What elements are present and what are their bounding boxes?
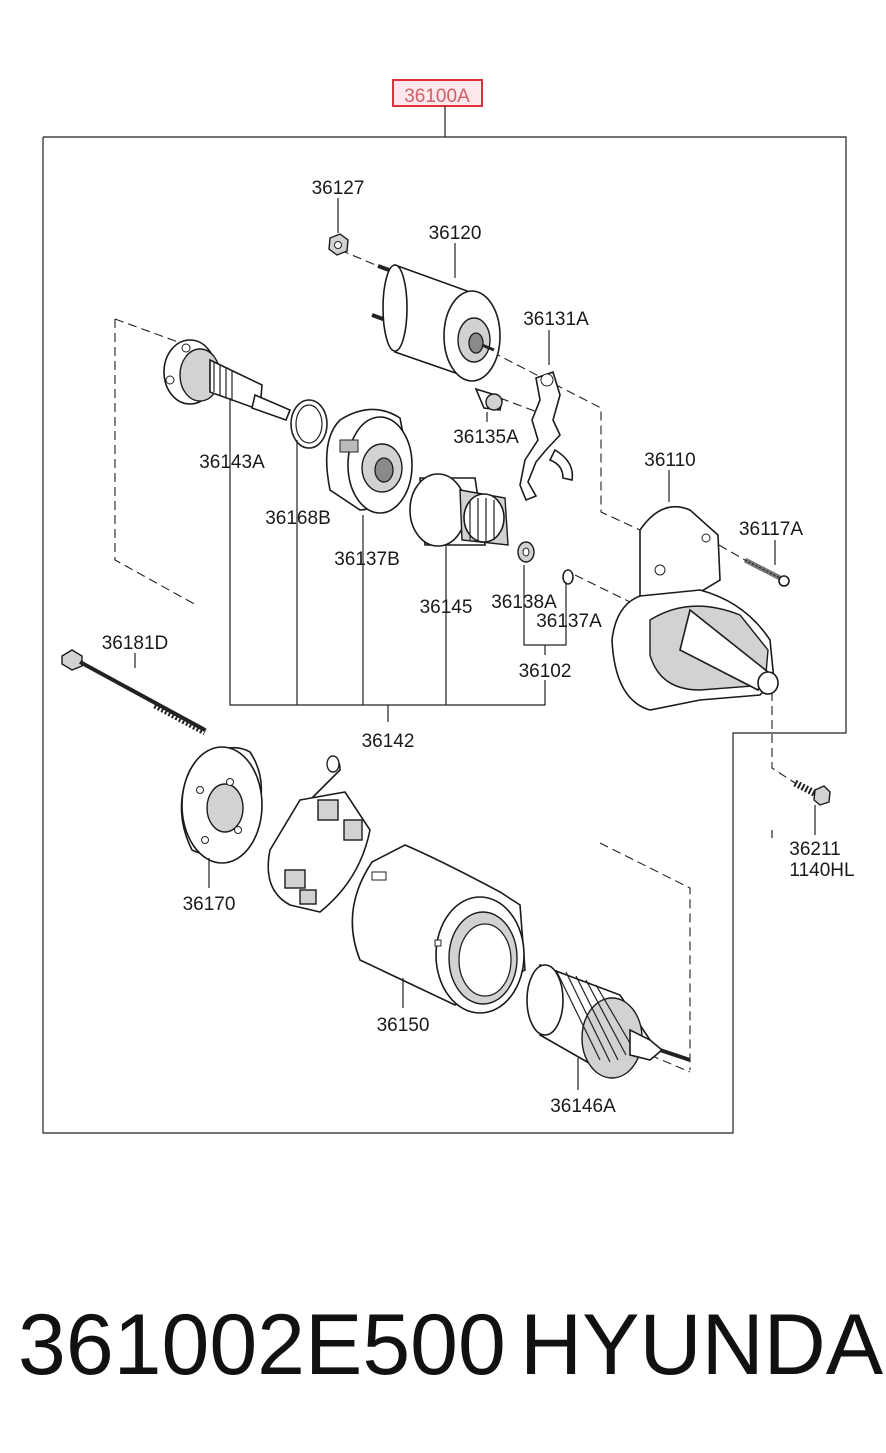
brush-holder-icon [267,755,371,913]
part-caption: 361002E500 HYUNDAI [18,1296,886,1396]
label-36102[interactable]: 36102 [519,661,572,682]
pinion-clutch-36145-icon[interactable] [409,473,509,547]
label-36168B[interactable]: 36168B [265,508,331,529]
brand-name: HYUNDAI [520,1297,886,1393]
label-36131A[interactable]: 36131A [523,309,589,330]
armature-36146A-icon[interactable] [526,963,691,1079]
label-36137A[interactable]: 36137A [536,611,602,632]
main-assembly-highlight[interactable] [392,79,483,107]
label-36145[interactable]: 36145 [420,597,473,618]
label-1140HL[interactable]: 1140HL [789,860,854,881]
label-36138A[interactable]: 36138A [491,592,557,613]
plunger-cap-36135A-icon[interactable] [474,387,503,411]
o-ring-36168B-icon[interactable] [290,399,328,449]
label-36143A[interactable]: 36143A [199,452,265,473]
solenoid-36120-icon[interactable] [371,263,501,382]
shift-lever-36131A-icon[interactable] [519,370,574,502]
label-36150[interactable]: 36150 [377,1015,430,1036]
label-36110[interactable]: 36110 [644,450,695,471]
front-housing-36110-icon[interactable] [611,506,779,711]
rear-bracket-36170-icon[interactable] [180,746,263,864]
nut-36127-icon[interactable] [328,233,349,256]
label-36120[interactable]: 36120 [429,223,482,244]
yoke-36150-icon[interactable] [351,844,526,1014]
washer-36138A-icon[interactable] [517,541,535,563]
label-36135A[interactable]: 36135A [453,427,519,448]
label-36181D[interactable]: 36181D [102,633,169,654]
assembly-frame [42,136,847,1134]
label-36142[interactable]: 36142 [362,731,415,752]
through-bolt-36181D-icon[interactable] [61,649,207,736]
drive-shaft-36143A-icon[interactable] [163,339,292,422]
bolt-36211-icon[interactable] [793,779,831,806]
label-36146A[interactable]: 36146A [550,1096,616,1117]
label-36127[interactable]: 36127 [312,178,365,199]
snap-ring-36137A-icon[interactable] [562,569,574,585]
gear-housing-36137B-icon[interactable] [325,408,413,514]
label-36170[interactable]: 36170 [183,894,236,915]
label-36117A[interactable]: 36117A [739,519,803,540]
main-assembly-label[interactable]: 36100A [404,86,470,107]
label-36211[interactable]: 36211 [789,839,840,860]
label-36137B[interactable]: 36137B [334,549,400,570]
part-number: 361002E500 [18,1297,506,1393]
bolt-36117A-icon[interactable] [743,557,790,587]
